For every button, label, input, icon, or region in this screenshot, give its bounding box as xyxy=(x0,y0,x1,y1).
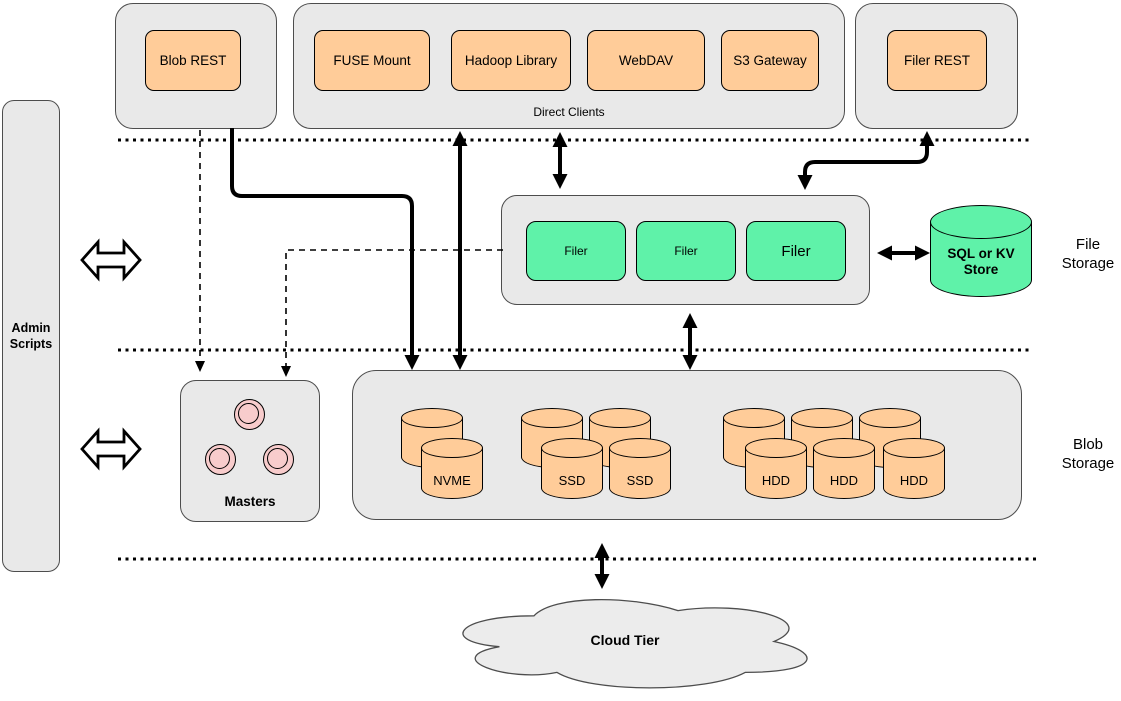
direct-clients-group-label: Direct Clients xyxy=(533,105,605,119)
fuse-mount-node: FUSE Mount xyxy=(314,30,430,91)
webdav-node: WebDAV xyxy=(587,30,705,91)
filer-rest-node: Filer REST xyxy=(887,30,987,91)
masters-label: Masters xyxy=(224,494,276,509)
cylinder-top xyxy=(589,408,651,428)
filer-label-2: Filer xyxy=(674,244,698,258)
arrowhead-right-icon xyxy=(915,245,930,261)
arrowhead-down-icon xyxy=(682,355,698,370)
cylinder-top xyxy=(859,408,921,428)
arrowhead-up-icon xyxy=(452,131,468,146)
connector-filerrest-filer xyxy=(803,145,929,176)
master-node-icon xyxy=(205,444,236,475)
hdd-label: HDD xyxy=(829,473,859,488)
arrowhead-up-icon xyxy=(594,543,610,558)
arrowhead-left-icon xyxy=(877,245,892,261)
master-node-inner-icon xyxy=(238,403,259,424)
nvme-label: NVME xyxy=(433,473,471,488)
arrowhead-down-icon xyxy=(452,355,468,370)
direct-clients-group: FUSE Mount Hadoop Library WebDAV S3 Gate… xyxy=(293,3,845,129)
blob-storage-tier-label: Blob Storage xyxy=(1061,436,1115,472)
blob-storage-group: NVME SSD SSD HDD HDD HDD xyxy=(352,370,1022,520)
master-node-inner-icon xyxy=(267,448,288,469)
hdd-label: HDD xyxy=(761,473,791,488)
file-storage-tier-label: File Storage xyxy=(1061,236,1115,272)
cylinder-top xyxy=(745,438,807,458)
filer-rest-label: Filer REST xyxy=(903,53,970,68)
ssd-volume-cylinder: SSD xyxy=(541,438,603,499)
admin-scripts-label: Admin Scripts xyxy=(9,320,53,351)
s3-gateway-label: S3 Gateway xyxy=(733,53,807,68)
cylinder-top xyxy=(813,438,875,458)
masters-group: Masters xyxy=(180,380,320,522)
arrowhead-down-icon xyxy=(195,361,205,372)
filer-rest-group: Filer REST xyxy=(855,3,1018,129)
master-node-inner-icon xyxy=(209,448,230,469)
cylinder-top xyxy=(609,438,671,458)
ssd-label: SSD xyxy=(558,473,586,488)
arrowhead-up-icon xyxy=(682,313,698,328)
sql-kv-store-cylinder: SQL or KV Store xyxy=(930,205,1032,297)
hadoop-library-node: Hadoop Library xyxy=(451,30,571,91)
blob-rest-group: Blob REST xyxy=(115,3,277,129)
filer-label-1: Filer xyxy=(564,244,588,258)
master-node-icon xyxy=(263,444,294,475)
cylinder-top xyxy=(541,438,603,458)
sql-kv-store-label: SQL or KV Store xyxy=(947,245,1015,277)
master-node-icon xyxy=(234,399,265,430)
filer-label-3: Filer xyxy=(781,242,811,260)
cylinder-body xyxy=(609,448,671,499)
arrowhead-down-icon xyxy=(404,355,420,370)
admin-double-arrow-blob-icon xyxy=(80,427,142,471)
filer-node-2: Filer xyxy=(636,221,736,281)
blob-rest-node: Blob REST xyxy=(145,30,241,91)
cloud-tier-label: Cloud Tier xyxy=(590,632,660,648)
hdd-volume-cylinder: HDD xyxy=(883,438,945,499)
admin-double-arrow-file-icon xyxy=(80,238,142,282)
admin-scripts-box: Admin Scripts xyxy=(2,100,60,572)
fuse-mount-label: FUSE Mount xyxy=(333,53,411,68)
arrowhead-down-icon xyxy=(797,175,813,190)
nvme-volume-cylinder: NVME xyxy=(421,438,483,499)
arrowhead-up-icon xyxy=(552,132,568,147)
hdd-label: HDD xyxy=(899,473,929,488)
dashed-connector-filer-masters xyxy=(285,249,503,366)
arrowhead-down-icon xyxy=(552,174,568,189)
cylinder-top xyxy=(883,438,945,458)
arrowhead-down-icon xyxy=(594,574,610,589)
webdav-label: WebDAV xyxy=(618,53,674,68)
cylinder-top xyxy=(791,408,853,428)
cylinder-top xyxy=(723,408,785,428)
cylinder-top xyxy=(421,438,483,458)
s3-gateway-node: S3 Gateway xyxy=(721,30,819,91)
hadoop-library-label: Hadoop Library xyxy=(464,53,558,68)
connector-blobrest-blobstorage xyxy=(230,128,414,356)
ssd-label: SSD xyxy=(626,473,654,488)
filer-node-3: Filer xyxy=(746,221,846,281)
filer-node-1: Filer xyxy=(526,221,626,281)
arrowhead-down-icon xyxy=(281,366,291,377)
cylinder-top xyxy=(930,205,1032,239)
hdd-volume-cylinder: HDD xyxy=(745,438,807,499)
filer-group: Filer Filer Filer xyxy=(501,195,870,305)
ssd-volume-cylinder: SSD xyxy=(609,438,671,499)
cylinder-top xyxy=(521,408,583,428)
cylinder-top xyxy=(401,408,463,428)
hdd-volume-cylinder: HDD xyxy=(813,438,875,499)
blob-rest-label: Blob REST xyxy=(159,53,227,68)
arrowhead-up-icon xyxy=(919,131,935,146)
